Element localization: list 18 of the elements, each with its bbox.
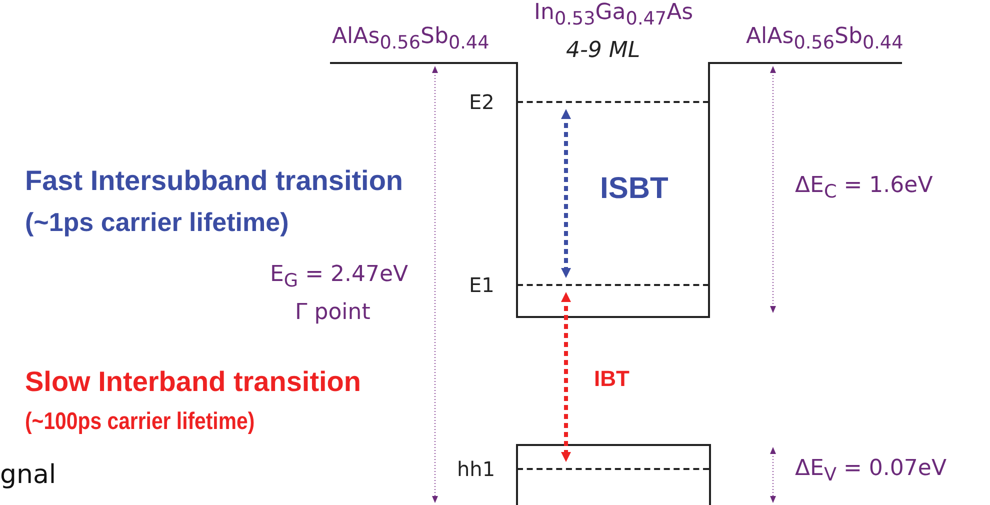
energy-value: E$_{G}$ = 2.47eV bbox=[270, 262, 408, 292]
level-label: hh1 bbox=[457, 457, 496, 481]
transition-arrow bbox=[561, 292, 571, 462]
energy-value: ΔE$_{V}$ = 0.07eV bbox=[795, 456, 946, 486]
lifetime-note: (~100ps carrier lifetime) bbox=[25, 408, 255, 436]
material-label: AlAs$_{0.56}$Sb$_{0.44}$ bbox=[746, 24, 904, 54]
lifetime-note: (~1ps carrier lifetime) bbox=[25, 207, 289, 238]
transition-title: Slow Interband transition bbox=[25, 366, 362, 398]
energy-value: ΔE$_{C}$ = 1.6eV bbox=[795, 173, 933, 202]
transition-title: Fast Intersubband transition bbox=[25, 165, 404, 197]
level-label: E1 bbox=[469, 273, 494, 297]
material-label: In$_{0.53}$Ga$_{0.47}$As bbox=[534, 0, 694, 30]
point-label: Γ point bbox=[295, 300, 370, 325]
thickness-label: 4-9 ML bbox=[566, 38, 640, 63]
transition-arrow bbox=[561, 109, 571, 278]
cut-off-text: gnal bbox=[0, 460, 56, 490]
level-label: E2 bbox=[469, 90, 494, 114]
material-label: AlAs$_{0.56}$Sb$_{0.44}$ bbox=[332, 24, 490, 54]
